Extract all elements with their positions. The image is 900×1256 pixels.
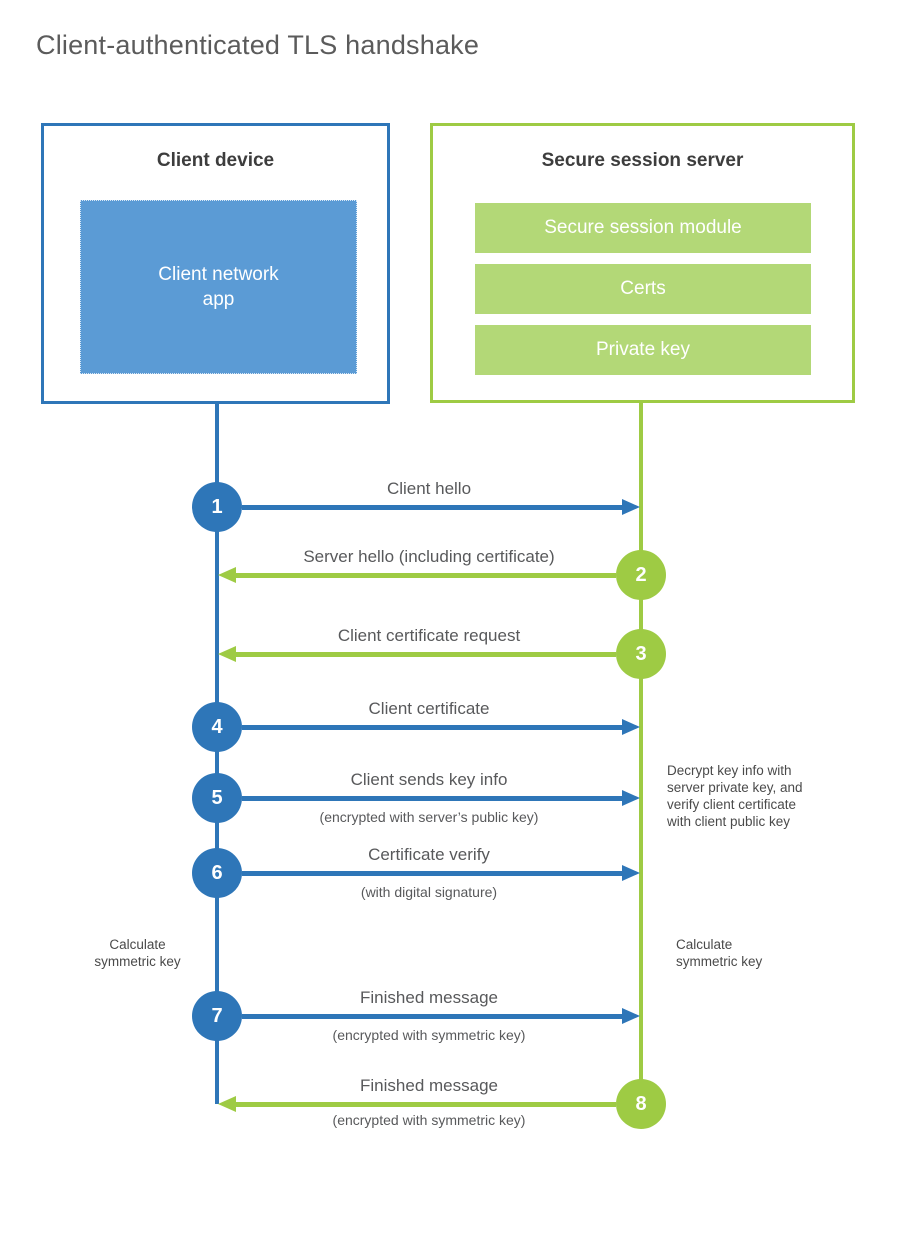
secure-session-server-box: Secure session server Secure session mod… <box>430 123 855 403</box>
arrow-line-7 <box>242 1014 622 1019</box>
step-circle-2: 2 <box>616 550 666 600</box>
decrypt-note: Decrypt key info with server private key… <box>667 762 803 830</box>
step-circle-8: 8 <box>616 1079 666 1129</box>
arrow-head-right-icon <box>622 499 640 515</box>
message-label-8: Finished message <box>360 1076 498 1095</box>
server-module-secure-session: Secure session module <box>475 203 811 253</box>
client-device-title: Client device <box>156 150 275 171</box>
message-sub-5: (encrypted with server’s public key) <box>319 809 539 825</box>
arrow-line-5 <box>242 796 622 801</box>
server-module-private-key: Private key <box>475 325 811 375</box>
client-device-box: Client device Client network app <box>41 123 390 404</box>
server-lifeline <box>639 403 643 1104</box>
arrow-head-right-icon <box>622 865 640 881</box>
step-circle-4: 4 <box>192 702 242 752</box>
arrow-line-6 <box>242 871 622 876</box>
step-circle-7: 7 <box>192 991 242 1041</box>
step-circle-6: 6 <box>192 848 242 898</box>
message-sub-6: (with digital signature) <box>360 884 498 900</box>
message-label-6: Certificate verify <box>368 845 490 864</box>
server-calc-line1: Calculate <box>676 937 733 952</box>
arrow-head-left-icon <box>218 646 236 662</box>
arrow-line-4 <box>242 725 622 730</box>
decrypt-note-line2: server private key, and <box>667 780 803 795</box>
arrow-head-right-icon <box>622 719 640 735</box>
server-calc-note: Calculate symmetric key <box>676 936 806 970</box>
decrypt-note-line1: Decrypt key info with <box>667 763 792 778</box>
server-title: Secure session server <box>541 150 744 171</box>
arrow-line-1 <box>242 505 622 510</box>
step-circle-5: 5 <box>192 773 242 823</box>
page-title: Client-authenticated TLS handshake <box>36 30 480 60</box>
decrypt-note-line3: verify client certificate <box>667 797 797 812</box>
client-calc-note: Calculate symmetric key <box>80 936 195 970</box>
client-calc-line2: symmetric key <box>94 954 181 969</box>
message-label-5: Client sends key info <box>350 770 508 789</box>
client-network-app-box: Client network app <box>80 200 357 374</box>
arrow-line-3 <box>236 652 616 657</box>
arrow-head-right-icon <box>622 1008 640 1024</box>
arrow-head-right-icon <box>622 790 640 806</box>
arrow-head-left-icon <box>218 1096 236 1112</box>
step-circle-1: 1 <box>192 482 242 532</box>
message-label-2: Server hello (including certificate) <box>303 547 555 566</box>
server-calc-line2: symmetric key <box>676 954 763 969</box>
server-module-certs: Certs <box>475 264 811 314</box>
message-label-3: Client certificate request <box>337 626 521 645</box>
arrow-line-2 <box>236 573 616 578</box>
client-app-label-line2: app <box>202 289 235 310</box>
decrypt-note-line4: with client public key <box>667 814 791 829</box>
client-lifeline <box>215 404 219 1104</box>
client-app-label-line1: Client network <box>158 264 279 285</box>
message-label-4: Client certificate <box>368 699 490 718</box>
arrow-line-8 <box>236 1102 616 1107</box>
message-label-1: Client hello <box>386 479 472 498</box>
message-sub-7: (encrypted with symmetric key) <box>332 1027 526 1043</box>
step-circle-3: 3 <box>616 629 666 679</box>
message-label-7: Finished message <box>360 988 498 1007</box>
message-sub-8: (encrypted with symmetric key) <box>332 1112 526 1128</box>
client-calc-line1: Calculate <box>109 937 166 952</box>
arrow-head-left-icon <box>218 567 236 583</box>
